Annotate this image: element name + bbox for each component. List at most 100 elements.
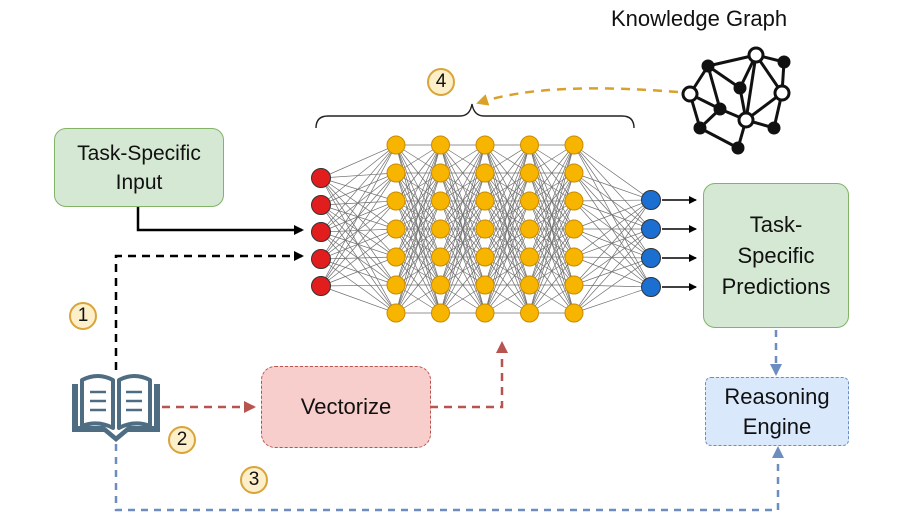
hidden-node	[520, 219, 539, 239]
network-edge	[484, 144, 530, 202]
hidden-node	[520, 191, 539, 211]
network-brace	[315, 103, 635, 129]
network-edge	[320, 144, 397, 179]
network-edge	[320, 256, 397, 287]
network-edge	[573, 256, 652, 259]
network-edge	[440, 200, 486, 314]
knowledge-graph-arrow	[476, 87, 679, 106]
network-edge	[320, 256, 397, 260]
neural-network	[311, 135, 661, 323]
network-edge	[573, 200, 652, 230]
task-specific-input-box: Task-Specific Input	[54, 128, 224, 207]
network-edge	[440, 144, 486, 202]
vectorize-to-network-arrow	[430, 341, 508, 409]
hidden-node	[475, 303, 495, 323]
knowledge-graph-title: Knowledge Graph	[611, 6, 788, 31]
hidden-node	[386, 163, 406, 183]
network-edge	[529, 228, 575, 314]
network-edge	[573, 228, 652, 259]
network-edge	[320, 144, 397, 233]
step-badge-4: 4	[427, 68, 455, 96]
task-specific-predictions-box: Task-Specific Predictions	[703, 183, 849, 328]
network-edge	[320, 172, 397, 179]
network-edge	[573, 284, 652, 288]
book-to-reasoning-arrow	[114, 444, 784, 512]
network-edge	[573, 257, 652, 314]
hidden-node	[386, 275, 406, 295]
network-edge	[573, 200, 652, 259]
network-edge	[529, 144, 575, 230]
hidden-node	[564, 191, 584, 211]
network-edge	[395, 228, 441, 314]
network-edge	[573, 199, 652, 230]
network-edge	[440, 144, 486, 230]
network-edge	[573, 172, 652, 230]
input-node	[311, 222, 331, 242]
hidden-node	[386, 135, 406, 155]
network-edge	[320, 144, 397, 260]
network-edge	[573, 200, 652, 288]
network-edge	[484, 144, 530, 230]
hidden-node	[431, 219, 450, 239]
network-edge	[573, 172, 652, 259]
network-edge	[440, 228, 486, 314]
network-edge	[320, 177, 397, 258]
hidden-node	[564, 163, 584, 183]
network-edge	[440, 256, 486, 314]
network-edge	[320, 228, 397, 233]
hidden-node	[564, 219, 584, 239]
input-node	[311, 276, 331, 296]
network-edge	[320, 177, 397, 286]
hidden-node	[520, 163, 539, 183]
hidden-node	[475, 135, 495, 155]
hidden-node	[431, 163, 450, 183]
network-edge	[573, 228, 652, 314]
network-edge	[395, 256, 441, 314]
network-edge	[320, 204, 397, 230]
vectorize-label: Vectorize	[300, 394, 392, 419]
hidden-node	[564, 135, 584, 155]
network-edge	[529, 200, 575, 314]
reasoning-engine-box: Reasoning Engine	[705, 377, 849, 446]
network-edge	[529, 144, 575, 202]
network-edge	[320, 284, 397, 287]
network-edge	[320, 228, 397, 287]
network-edge	[320, 177, 397, 202]
hidden-node	[475, 191, 495, 211]
network-edge	[395, 144, 441, 230]
network-edge	[484, 256, 530, 314]
network-edge	[320, 200, 397, 287]
network-edge	[320, 177, 397, 230]
output-node	[641, 219, 661, 239]
network-edge	[573, 172, 652, 201]
hidden-node	[564, 275, 584, 295]
network-edge	[573, 286, 652, 314]
network-edge	[440, 144, 486, 258]
network-edge	[529, 256, 575, 314]
network-edge	[573, 172, 652, 288]
hidden-node	[564, 303, 584, 323]
network-edge	[320, 144, 397, 206]
network-edge	[529, 144, 575, 258]
network-edge	[573, 144, 652, 230]
hidden-node	[431, 275, 450, 295]
network-edge	[320, 258, 397, 286]
step-badge-2: 2	[168, 426, 196, 454]
network-edge	[573, 199, 652, 314]
network-edge	[320, 258, 397, 314]
input-node	[311, 168, 331, 188]
network-edge	[484, 228, 530, 314]
hidden-node	[431, 247, 450, 267]
task-input-arrow	[136, 206, 304, 235]
hidden-node	[564, 247, 584, 267]
hidden-node	[431, 191, 450, 211]
hidden-node	[386, 303, 406, 323]
hidden-node	[475, 219, 495, 239]
network-edge	[395, 144, 441, 258]
network-edge	[573, 144, 652, 201]
network-edge	[320, 285, 397, 314]
task-specific-input-label: Task-Specific Input	[77, 141, 201, 194]
book-to-network-arrow	[114, 251, 304, 370]
